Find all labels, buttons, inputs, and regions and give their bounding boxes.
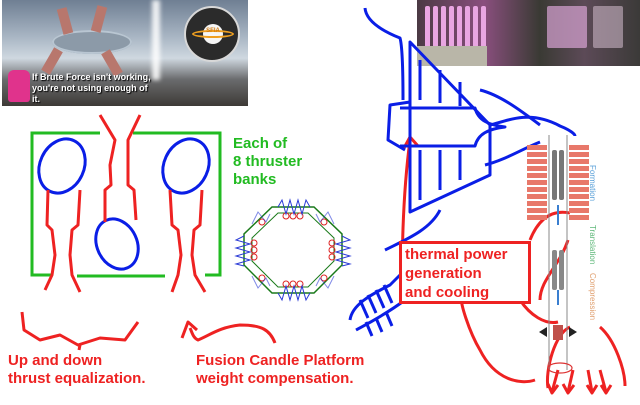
- brute-force-caption: If Brute Force isn't working, you're not…: [32, 72, 151, 104]
- coil: [473, 6, 478, 48]
- coil: [465, 6, 470, 48]
- fusion-engine-schematic: Formation Translation Compression: [525, 125, 597, 400]
- fusion-lab-photo: [417, 0, 640, 66]
- thruster-banks-line: banks: [233, 171, 277, 188]
- light-beam: [152, 0, 160, 80]
- weight-compensation-line: weight compensation.: [196, 370, 354, 387]
- thruster-oval: [161, 137, 211, 195]
- sfia-banner-image: SFIA If Brute Force isn't working, you'r…: [2, 0, 248, 106]
- platform-frame: [30, 131, 222, 278]
- planet-ring: [192, 30, 234, 38]
- raised-fist-icon: [8, 70, 30, 102]
- thermal-line: generation: [405, 265, 482, 282]
- formation-label: Formation: [588, 165, 597, 202]
- translation-label: Translation: [588, 225, 597, 265]
- coil: [481, 6, 486, 48]
- engine-sketch: [348, 7, 577, 337]
- coil: [457, 6, 462, 48]
- thruster-ring-octagon: [234, 198, 352, 302]
- weight-compensation-line: Fusion Candle Platform: [196, 352, 365, 369]
- coil: [441, 6, 446, 48]
- thermal-line: thermal power: [405, 246, 508, 263]
- thermal-power-box: thermal power generation and cooling: [399, 241, 531, 304]
- coil: [425, 6, 430, 48]
- coil: [433, 6, 438, 48]
- coil-bank: [547, 6, 587, 48]
- thermal-line: and cooling: [405, 284, 490, 301]
- thruster-banks-label: Each of 8 thruster banks: [233, 135, 302, 189]
- sfia-logo-text: SFIA: [206, 28, 220, 34]
- coil-bank: [593, 6, 623, 48]
- thruster-oval: [94, 217, 140, 271]
- thruster-banks-line: 8 thruster: [233, 153, 303, 170]
- thruster-oval: [37, 137, 87, 195]
- engine-schematic-drawing: [527, 135, 589, 374]
- thrust-equalization-line: Up and down: [8, 352, 103, 369]
- sfia-logo: SFIA: [184, 6, 240, 62]
- compression-label: Compression: [588, 273, 597, 321]
- coil-segments: [527, 145, 589, 220]
- thrust-equalization-line: thrust equalization.: [8, 370, 146, 387]
- weight-compensation-label: Fusion Candle Platform weight compensati…: [196, 352, 364, 388]
- lab-bench: [417, 46, 487, 66]
- thrust-columns: [20, 114, 627, 395]
- coil: [449, 6, 454, 48]
- thruster-banks-line: Each of: [233, 135, 288, 152]
- thrust-equalization-label: Up and down thrust equalization.: [8, 352, 146, 388]
